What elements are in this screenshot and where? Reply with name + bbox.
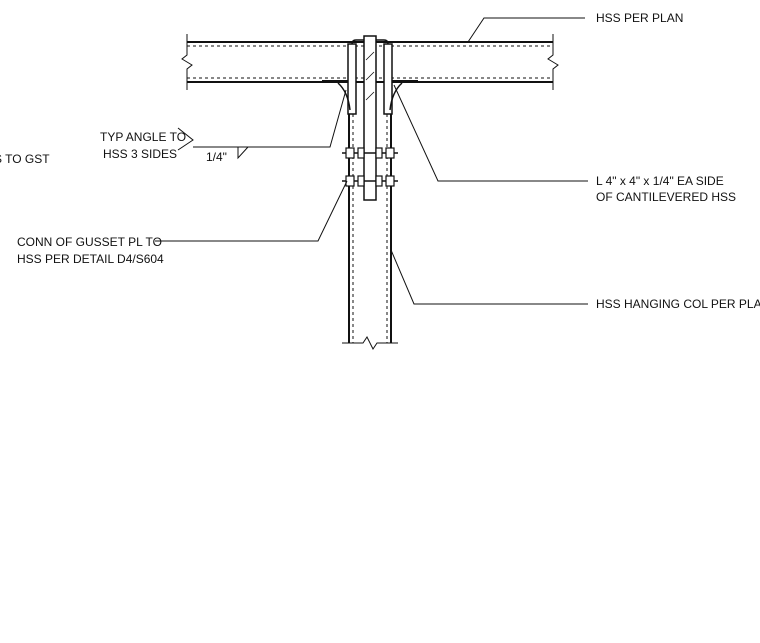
bolt-upper bbox=[342, 147, 398, 159]
label-cut-off-note: S TO GST bbox=[0, 152, 50, 166]
gusset-plate bbox=[363, 35, 377, 201]
hss-hanging-column bbox=[342, 88, 398, 350]
leader-typ-angle bbox=[177, 127, 194, 151]
label-typ-angle-line1: TYP ANGLE TO bbox=[100, 130, 186, 144]
bolt-lower bbox=[342, 175, 398, 187]
column-break bbox=[342, 336, 398, 350]
label-hss-per-plan: HSS PER PLAN bbox=[596, 11, 683, 25]
label-gusset-line2: HSS PER DETAIL D4/S604 bbox=[17, 252, 164, 266]
label-weld-size: 1/4" bbox=[206, 150, 227, 164]
beam-break-right bbox=[547, 34, 559, 90]
angle-leg-right bbox=[392, 80, 418, 83]
leader-weld bbox=[193, 89, 347, 148]
label-hanging-col: HSS HANGING COL PER PLAN bbox=[596, 297, 760, 311]
label-gusset-line1: CONN OF GUSSET PL TO bbox=[17, 235, 162, 249]
leader-gusset bbox=[155, 180, 348, 242]
weld-symbol bbox=[237, 146, 249, 160]
leader-angle bbox=[393, 84, 588, 182]
beam-break-left bbox=[181, 34, 193, 90]
label-angle-line2: OF CANTILEVERED HSS bbox=[596, 190, 736, 204]
angle-leg-left bbox=[322, 80, 348, 83]
label-angle-line1: L 4" x 4" x 1/4" EA SIDE bbox=[596, 174, 724, 188]
leader-hss-per-plan bbox=[467, 17, 585, 43]
leader-hanging-col bbox=[390, 249, 588, 305]
angle-connection bbox=[322, 39, 418, 115]
label-typ-angle-line2: HSS 3 SIDES bbox=[103, 147, 177, 161]
